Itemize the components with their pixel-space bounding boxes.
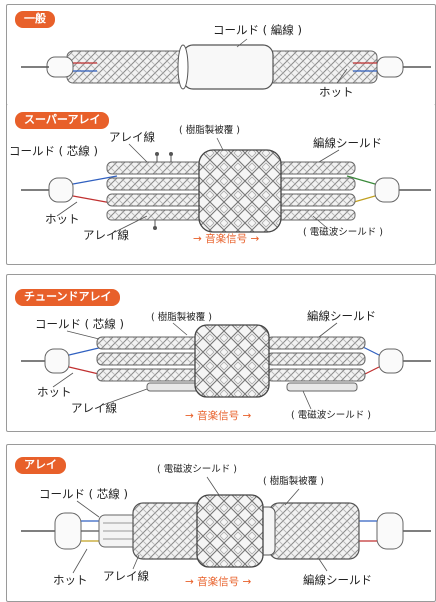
cold-label: コールド ( 芯線 ) — [39, 487, 128, 501]
emi-shield-label: ( 電磁波シールド ) — [157, 464, 237, 475]
hot-label: ホット — [45, 212, 80, 226]
resin-jacket-label: ( 樹脂製被覆 ) — [179, 125, 240, 136]
panel-tag: 一般 — [15, 11, 55, 28]
hot-label: ホット — [319, 85, 354, 99]
panel-tuned-array: チューンドアレイ コールド ( 芯線 ) ( 樹脂製被覆 ) 編線シールド ホッ… — [6, 274, 436, 432]
braid-shield-label: 編線シールド — [303, 573, 372, 587]
emi-shield-label: ( 電磁波シールド ) — [303, 227, 383, 238]
braid-shield-label: 編線シールド — [313, 136, 382, 150]
signal-flow-label: → 音楽信号 → — [185, 410, 252, 422]
resin-jacket-label: ( 樹脂製被覆 ) — [263, 476, 324, 487]
general-cable-diagram — [21, 38, 431, 90]
array-cable-diagram — [21, 476, 431, 574]
panel-tag: チューンドアレイ — [15, 289, 121, 306]
super-array-cable-diagram — [21, 137, 431, 233]
cold-label: コールド ( 芯線 ) — [9, 144, 98, 158]
signal-flow-label: → 音楽信号 → — [193, 233, 260, 245]
array-wire-label-bottom: アレイ線 — [83, 228, 129, 242]
panel-tag: アレイ — [15, 457, 66, 474]
hot-label: ホット — [37, 385, 72, 399]
panel-array: アレイ ( 電磁波シールド ) ( 樹脂製被覆 ) コールド ( 芯線 ) ホッ… — [6, 444, 436, 602]
braid-shield-label: 編線シールド — [307, 309, 376, 323]
cold-label: コールド ( 芯線 ) — [35, 317, 124, 331]
cold-label: コールド ( 編線 ) — [213, 23, 302, 37]
panel-tag: スーパーアレイ — [15, 112, 110, 129]
signal-flow-label: → 音楽信号 → — [185, 576, 252, 588]
array-wire-label: アレイ線 — [109, 130, 155, 144]
panel-general: 一般 コールド ( 編線 ) ホット — [6, 4, 436, 110]
resin-jacket-label: ( 樹脂製被覆 ) — [151, 312, 212, 323]
emi-shield-label: ( 電磁波シールド ) — [291, 410, 371, 421]
array-wire-label: アレイ線 — [103, 569, 149, 583]
panel-super-array: スーパーアレイ アレイ線 ( 樹脂製被覆 ) コールド ( 芯線 ) 編線シール… — [6, 104, 436, 265]
hot-label: ホット — [53, 573, 88, 587]
tuned-array-cable-diagram — [21, 322, 431, 410]
